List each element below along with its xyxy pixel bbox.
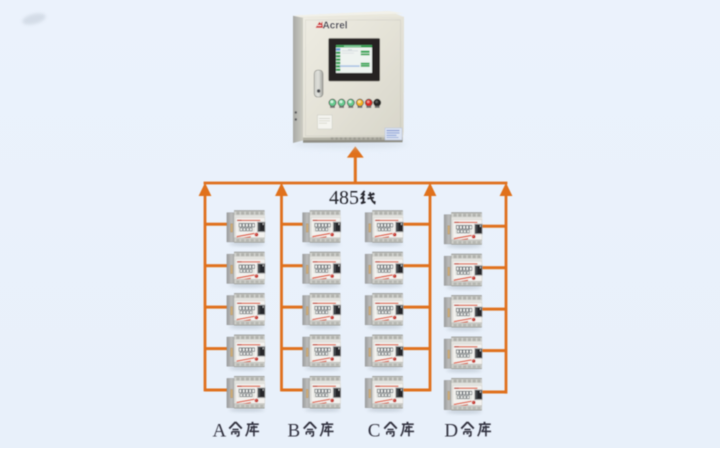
svg-text:D: D <box>444 421 458 442</box>
svg-text:B: B <box>288 421 301 442</box>
svg-text:C: C <box>368 421 381 442</box>
svg-text:Acrel: Acrel <box>323 20 348 31</box>
svg-text:485: 485 <box>329 187 359 209</box>
svg-text:A: A <box>213 421 227 442</box>
